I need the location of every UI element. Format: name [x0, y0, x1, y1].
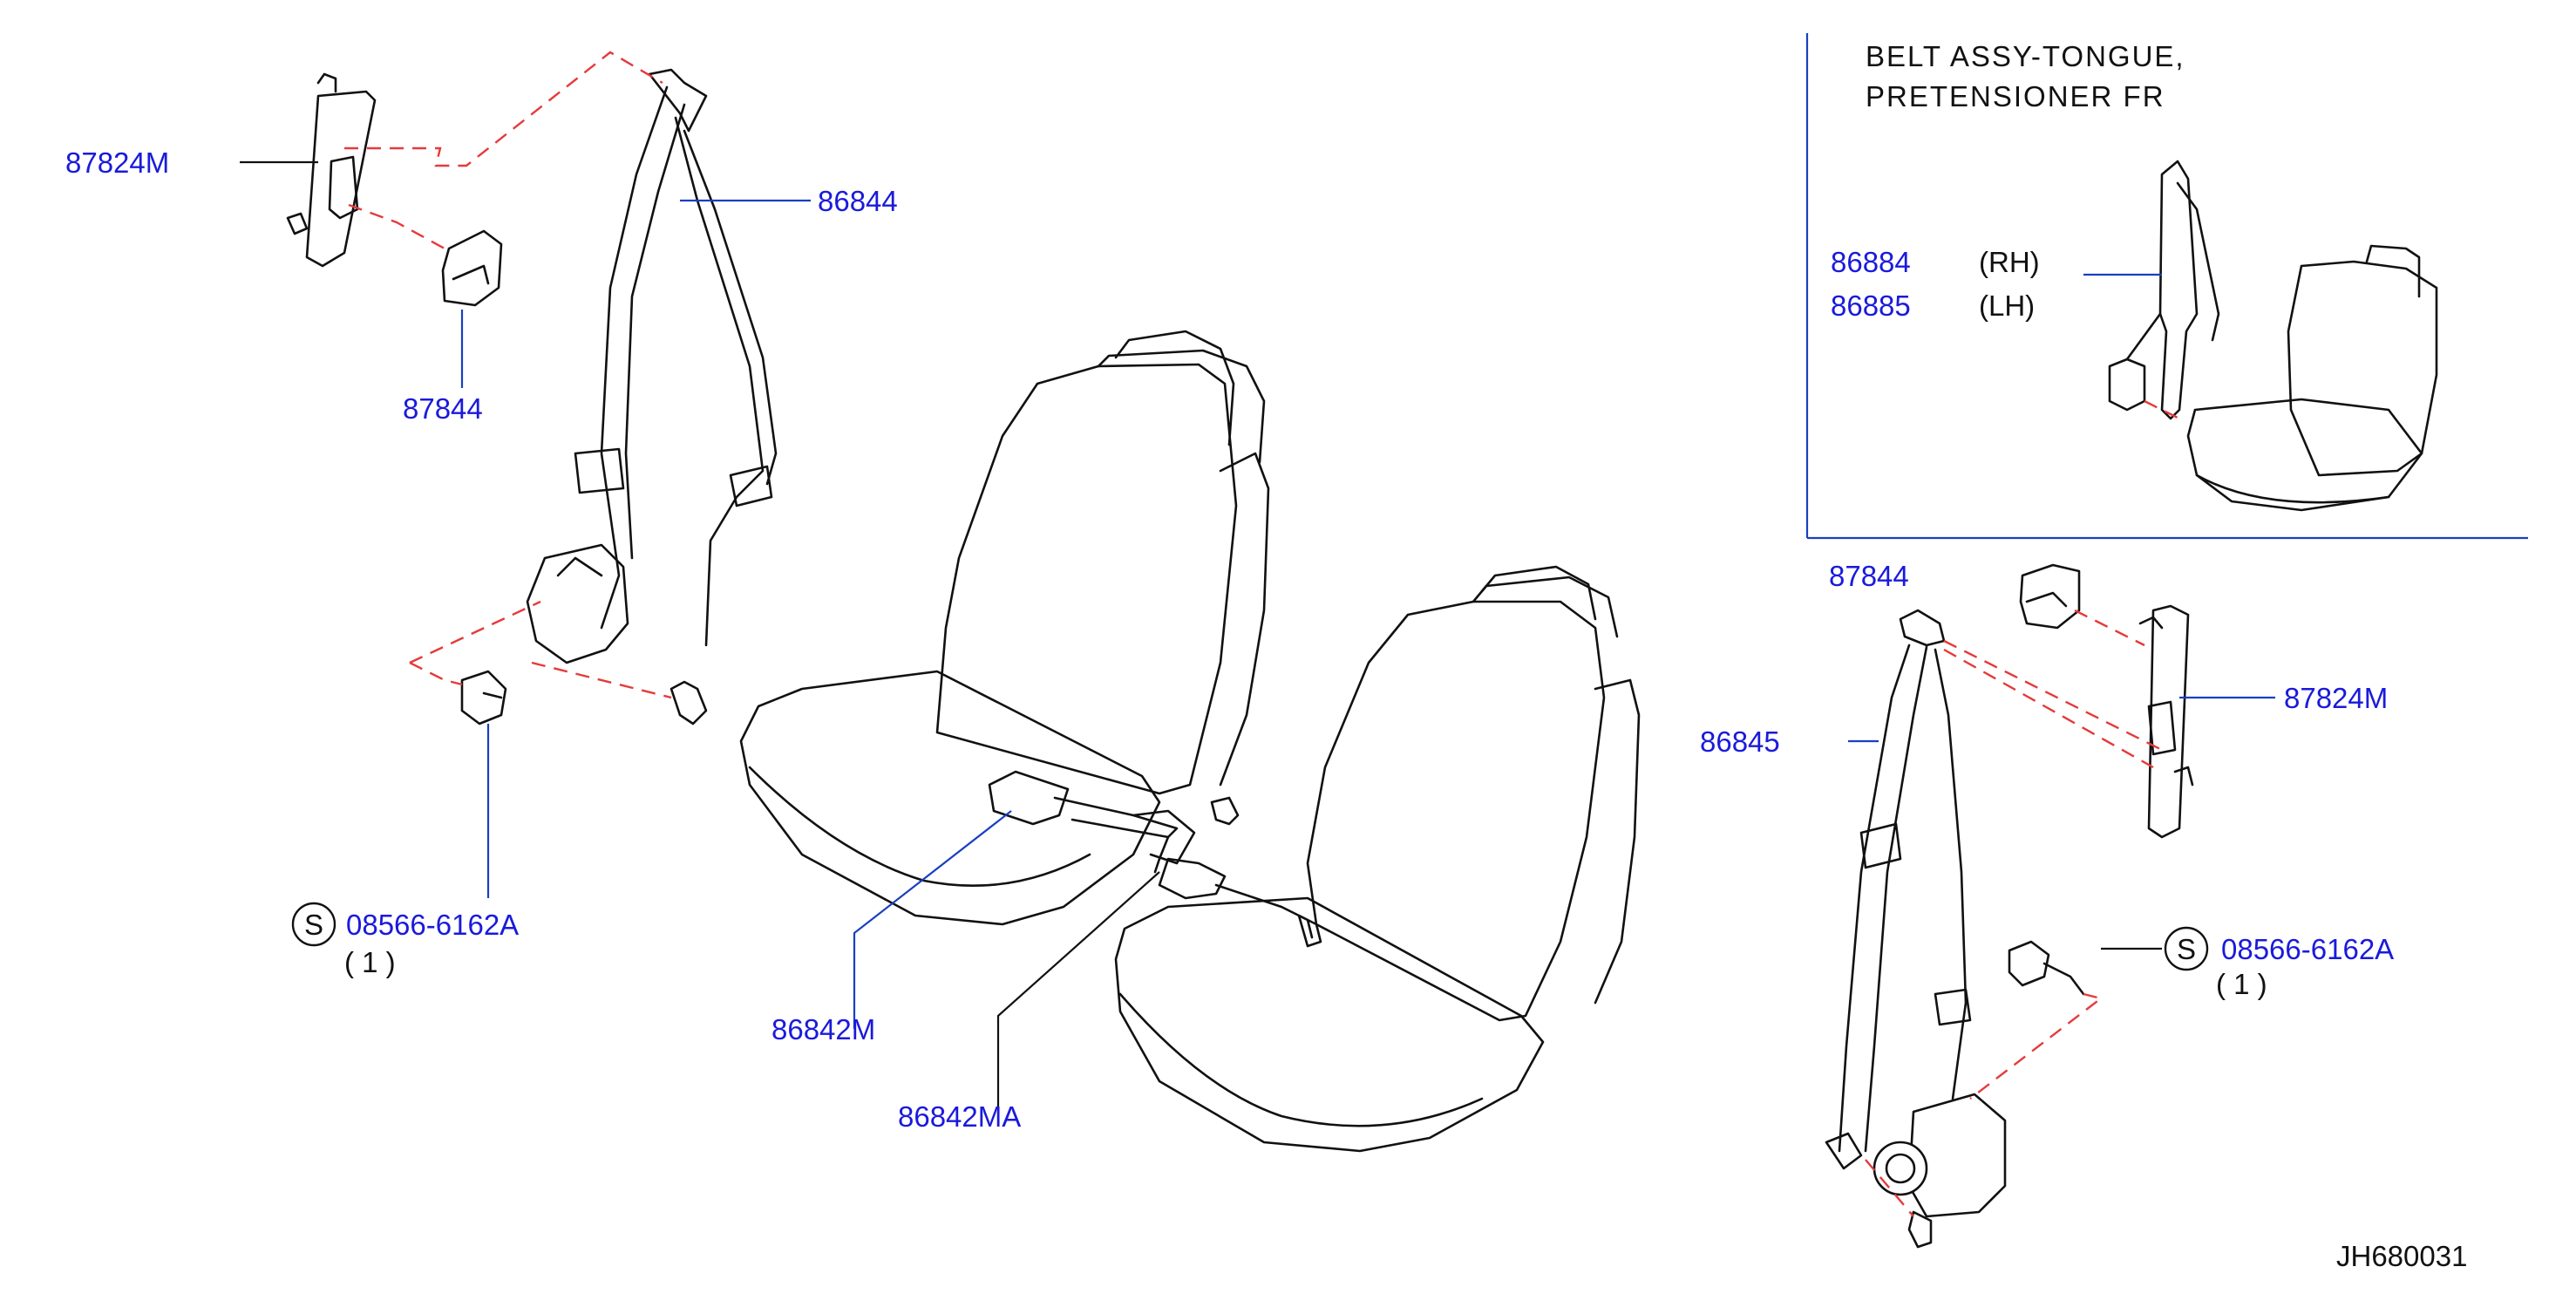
right-cover-drawing: [2019, 563, 2081, 630]
label-buckle[interactable]: 86842M: [771, 1013, 875, 1045]
side-lh-label: (LH): [1979, 289, 2035, 322]
label-buckle-a[interactable]: 86842MA: [898, 1100, 1021, 1133]
left-seat-drawing: [739, 330, 1270, 926]
dashed-guides: [344, 51, 2163, 1217]
right-anchor-drawing: [2138, 604, 2194, 839]
buckle-drawing: [988, 770, 1322, 948]
left-bolt-quantity: ( 1 ): [344, 946, 396, 978]
inset-seat-drawing: [2108, 160, 2438, 512]
left-bolt-symbol-letter: S: [304, 909, 323, 941]
label-right-belt[interactable]: 86845: [1700, 725, 1780, 758]
right-seat-drawing: [1114, 565, 1641, 1153]
left-belt-drawing: [526, 68, 778, 725]
right-bolt-drawing: [2008, 940, 2085, 996]
left-anchor-drawing: [286, 72, 377, 268]
left-bolt-symbol: S: [291, 902, 336, 947]
side-rh-label: (RH): [1979, 246, 2040, 278]
label-left-anchor[interactable]: 87824M: [65, 146, 169, 179]
inset-title-line1: BELT ASSY-TONGUE,: [1866, 40, 2185, 72]
left-bolt-drawing: [460, 670, 507, 725]
right-bolt-quantity: ( 1 ): [2216, 968, 2267, 1000]
label-left-cover[interactable]: 87844: [403, 392, 483, 425]
right-bolt-symbol-letter: S: [2177, 933, 2196, 965]
label-right-anchor[interactable]: 87824M: [2284, 682, 2388, 714]
label-left-belt[interactable]: 86844: [818, 185, 898, 217]
diagram-code: JH680031: [2336, 1240, 2467, 1272]
left-cover-drawing: [441, 229, 503, 307]
part-number-lh[interactable]: 86885: [1831, 289, 1911, 322]
leader-lines: [240, 160, 2275, 1107]
inset-frame: [1805, 33, 2528, 540]
label-right-bolt[interactable]: 08566-6162A: [2221, 933, 2394, 965]
label-right-cover[interactable]: 87844: [1829, 560, 1909, 592]
label-left-bolt[interactable]: 08566-6162A: [346, 909, 519, 941]
part-number-rh[interactable]: 86884: [1831, 246, 1911, 278]
inset-title-line2: PRETENSIONER FR: [1866, 80, 2165, 112]
right-belt-drawing: [1825, 609, 2007, 1249]
right-bolt-symbol: S: [2164, 926, 2209, 971]
